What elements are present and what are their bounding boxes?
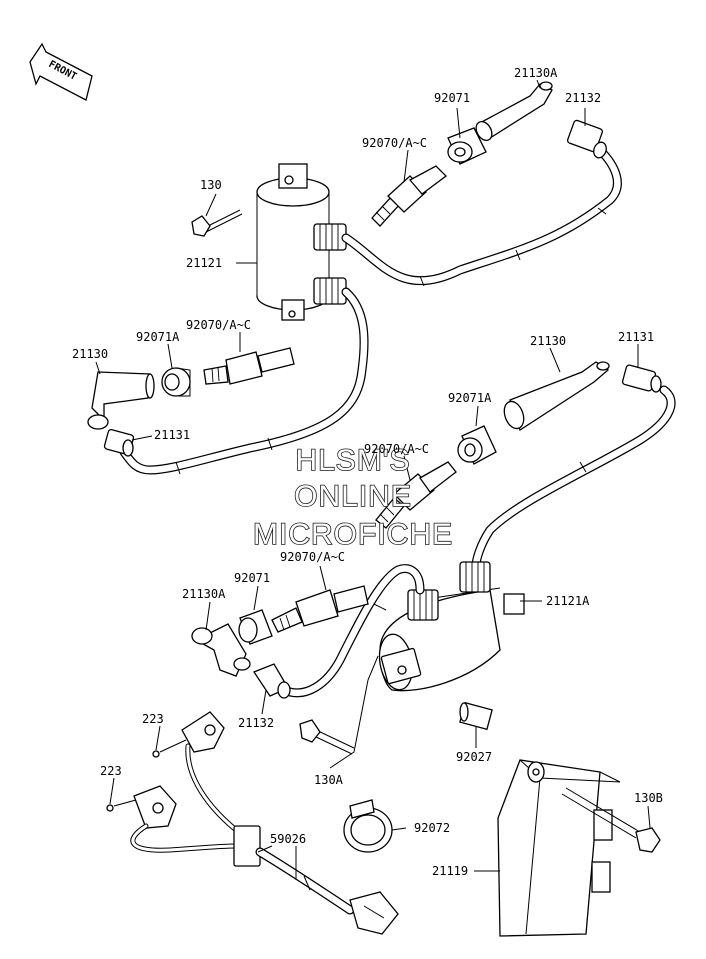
plug-cap-21130A-top [475,81,553,141]
label-21132-top: 21132 [565,91,601,105]
plug-cap-21130-left [87,371,155,430]
hv-wire-upper-right [341,145,622,287]
label-92072: 92072 [414,821,450,835]
clamp-92072 [343,799,393,853]
spark-plug-left [203,347,295,385]
label-59026: 59026 [270,832,306,846]
leader-lines [95,79,651,880]
watermark-line-3: MICROFICHE [253,518,453,551]
watermark-line-2: ONLINE [294,480,412,513]
label-92070-left: 92070/A~C [186,318,251,332]
label-21119: 21119 [432,864,468,878]
label-21131-right: 21131 [618,330,654,344]
spark-plug-top [371,165,447,227]
spark-plug-middle [375,461,457,529]
label-21131-left: 21131 [154,428,190,442]
label-21121A: 21121A [546,594,590,608]
seal-92071A-right [457,425,497,465]
label-130: 130 [200,178,222,192]
hv-wire-upper-left [119,287,369,475]
label-92071-top: 92071 [434,91,470,105]
spark-plug-bottom [271,585,369,633]
wire-harness-59026 [130,743,399,935]
label-21132-bottom: 21132 [238,716,274,730]
sleeve-92027 [459,701,493,731]
front-arrow-icon: FRONT [29,42,93,101]
label-92070-bottom: 92070/A~C [280,550,345,564]
terminal-21132-top [566,119,607,159]
label-21130A-top: 21130A [514,66,558,80]
pickup-sensor-upper [152,711,225,758]
label-92071A-right: 92071A [448,391,492,405]
label-130A: 130A [314,773,344,787]
label-92070-top: 92070/A~C [362,136,427,150]
terminal-21132-bottom [253,663,291,699]
seal-92071-top [447,127,487,165]
terminal-21131-right [621,364,662,393]
hv-wire-right [471,385,676,571]
label-92070-middle: 92070/A~C [364,442,429,456]
watermark: HLSM'S ONLINE MICROFICHE [252,443,453,552]
ignition-coil-lower [378,561,525,692]
bolt-130A [299,719,355,755]
terminal-21131-left [103,429,135,457]
label-21130-left: 21130 [72,347,108,361]
label-92027: 92027 [456,750,492,764]
label-92071-bottom: 92071 [234,571,270,585]
watermark-line-1: HLSM'S [295,444,410,477]
label-223-lower: 223 [100,764,122,778]
plug-cap-21130A-bottom [191,623,251,677]
label-21130-right: 21130 [530,334,566,348]
pickup-sensor-lower [106,785,177,829]
label-130B: 130B [634,791,663,805]
label-21121: 21121 [186,256,222,270]
label-92071A-left: 92071A [136,330,180,344]
label-223-upper: 223 [142,712,164,726]
label-21130A-bottom: 21130A [182,587,226,601]
ignition-coil-upper [256,163,347,321]
part-labels: 21130A 92071 21132 92070/A~C 130 21121 9… [72,66,663,878]
cdi-unit-21119 [497,759,621,937]
seal-92071-bottom [238,609,273,645]
plug-cap-21130-right [503,361,610,432]
seal-92071A-left [161,367,191,397]
hv-wire-lower-left [285,564,425,698]
bolt-130B [561,787,661,853]
bolt-130 [191,209,243,237]
